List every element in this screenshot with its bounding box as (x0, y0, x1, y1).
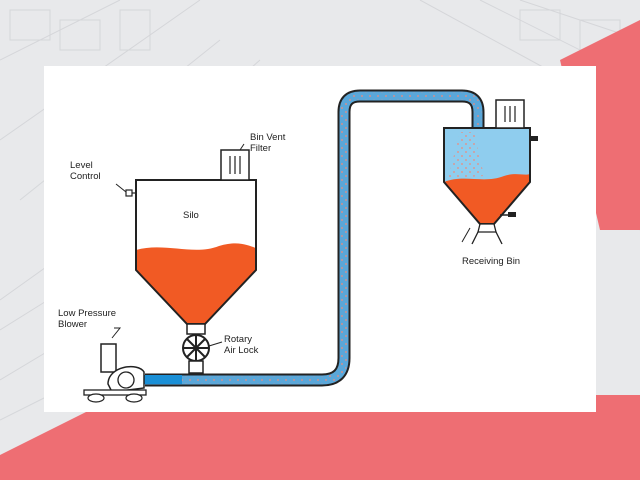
silo (135, 179, 257, 335)
label-low-pressure-blower: Low Pressure Blower (58, 308, 117, 330)
pneumatic-conveying-diagram (83, 89, 538, 403)
label-rotary-air-lock: Rotary Air Lock (224, 334, 259, 356)
receiving-bin-material (444, 174, 530, 224)
blower-motor (100, 343, 117, 373)
silo-material (136, 243, 256, 324)
diagram-panel: Level Control Bin Vent Filter Silo Low P… (44, 66, 596, 412)
bin-vent-filter (220, 143, 250, 181)
receiving-bin (443, 99, 538, 245)
level-control (115, 183, 136, 197)
label-receiving-bin: Receiving Bin (462, 256, 521, 267)
blower-outlet-pipe (142, 375, 182, 384)
bin-outlet (477, 223, 497, 233)
rotary-air-lock (182, 334, 223, 374)
red-band-bottom (0, 395, 640, 480)
conveying-pipe (142, 89, 485, 387)
label-silo: Silo (183, 210, 199, 221)
silo-outlet (186, 323, 206, 335)
blower-base (83, 389, 147, 396)
label-bin-vent-filter: Bin Vent Filter (250, 132, 286, 154)
falling-material (448, 132, 484, 178)
low-pressure-blower (83, 327, 147, 403)
label-level-control: Level Control (70, 160, 101, 182)
